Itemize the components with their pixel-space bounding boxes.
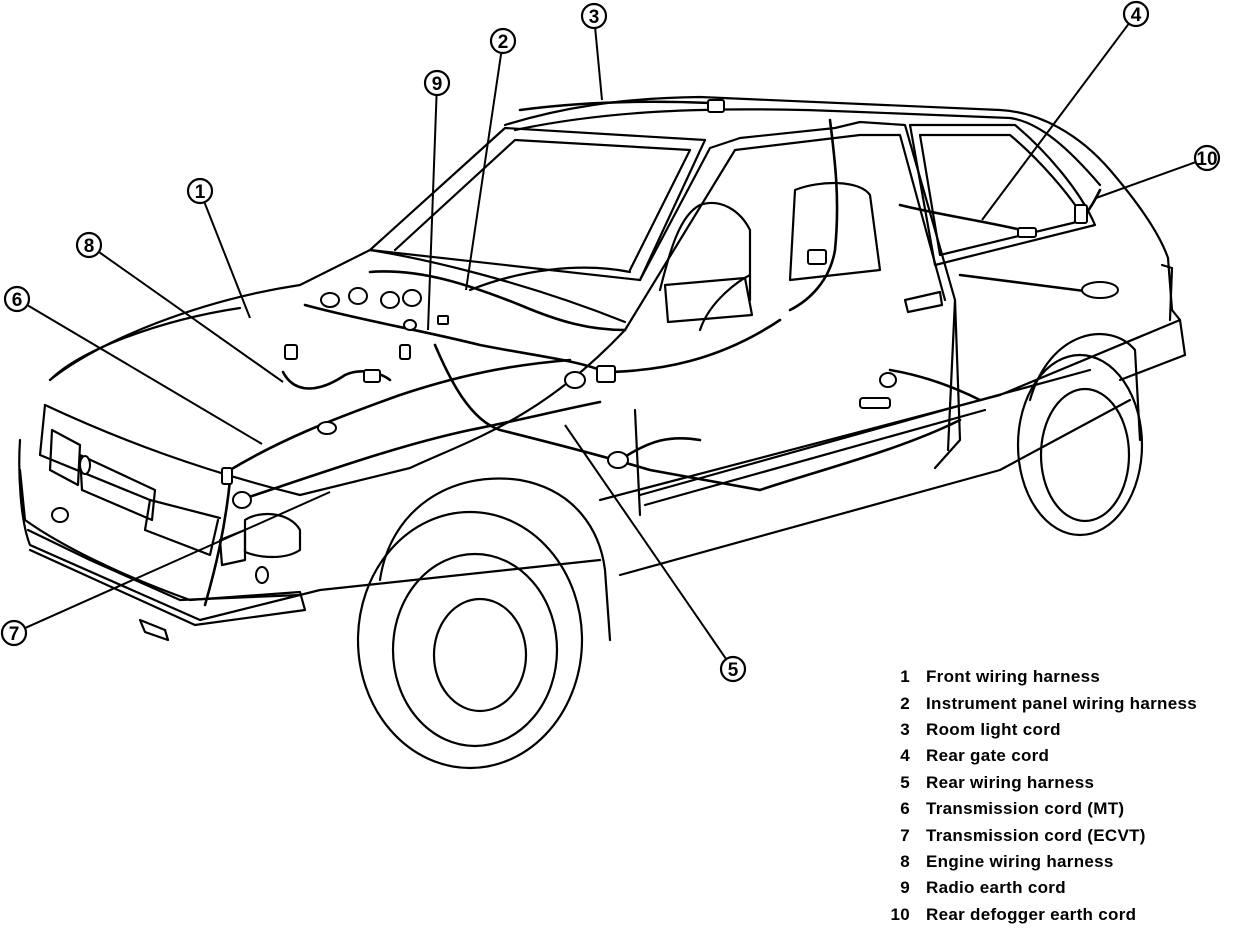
callout-leader-line (25, 491, 331, 629)
callout-number: 7 (9, 624, 20, 645)
connectors (51, 99, 1119, 584)
callout-4: 4 (981, 0, 1150, 221)
legend-number: 9 (900, 878, 910, 898)
callout-leader-line (564, 424, 727, 659)
callout-leader-line (427, 95, 438, 331)
callout-circle (580, 2, 608, 30)
legend-label: Front wiring harness (926, 667, 1101, 687)
callout-10: 10 (1095, 144, 1221, 199)
legend-item: 2 Instrument panel wiring harness (872, 690, 1242, 716)
callout-number: 5 (728, 660, 739, 681)
legend-label: Room light cord (926, 719, 1061, 739)
legend-number: 8 (900, 851, 910, 871)
legend-item: 3 Room light cord (872, 717, 1242, 743)
callout-8: 8 (75, 231, 284, 383)
callout-circle (423, 69, 451, 97)
legend-item: 4 Rear gate cord (872, 743, 1242, 769)
legend-item: 8 Engine wiring harness (872, 849, 1242, 875)
legend-number: 3 (900, 719, 910, 739)
legend: 1 Front wiring harness 2 Instrument panel w… (872, 664, 1242, 928)
wiring-harness-lines (203, 100, 1102, 607)
callout-6: 6 (3, 285, 263, 445)
callout-2: 2 (465, 27, 517, 291)
callout-7: 7 (0, 491, 331, 647)
callout-number: 6 (12, 290, 23, 311)
legend-item: 10 Rear defogger earth cord (872, 902, 1242, 928)
callout-leader-line (594, 28, 603, 101)
legend-label: Rear defogger earth cord (926, 904, 1137, 924)
callout-leader-line (1095, 161, 1196, 199)
legend-label: Transmission cord (MT) (926, 799, 1125, 819)
legend-number: 7 (900, 825, 910, 845)
legend-item: 5 Rear wiring harness (872, 770, 1242, 796)
legend-label: Radio earth cord (926, 878, 1066, 898)
legend-label: Engine wiring harness (926, 851, 1114, 871)
legend-label: Rear wiring harness (926, 772, 1095, 792)
legend-label: Instrument panel wiring harness (926, 693, 1197, 713)
legend-number: 6 (900, 799, 910, 819)
callout-leader-line (981, 23, 1130, 221)
legend-number: 1 (900, 667, 910, 687)
callout-circle (186, 177, 214, 205)
callout-5: 5 (564, 424, 747, 683)
callout-1: 1 (186, 177, 251, 319)
legend-number: 10 (890, 904, 910, 924)
legend-number: 2 (900, 693, 910, 713)
callout-leader-line (203, 202, 251, 319)
callout-number: 4 (1131, 5, 1142, 26)
callout-number: 3 (589, 7, 600, 28)
callout-circle (489, 27, 517, 55)
legend-item: 7 Transmission cord (ECVT) (872, 822, 1242, 848)
callout-circle (1193, 144, 1221, 172)
callout-leader-line (27, 304, 263, 445)
legend-label: Transmission cord (ECVT) (926, 825, 1146, 845)
legend-item: 6 Transmission cord (MT) (872, 796, 1242, 822)
callout-leader-line (99, 251, 284, 383)
legend-number: 5 (900, 772, 910, 792)
legend-item: 9 Radio earth cord (872, 875, 1242, 901)
callout-circle (719, 655, 747, 683)
callout-number: 9 (432, 74, 443, 95)
callout-leader-line (465, 53, 503, 291)
callout-circle (0, 619, 28, 647)
callout-circle (75, 231, 103, 259)
callout-number: 2 (498, 32, 509, 53)
legend-label: Rear gate cord (926, 746, 1050, 766)
callout-3: 3 (580, 2, 608, 101)
callout-9: 9 (423, 69, 451, 331)
legend-item: 1 Front wiring harness (872, 664, 1242, 690)
callout-number: 10 (1196, 149, 1217, 170)
callout-circle (1122, 0, 1150, 28)
callout-circle (3, 285, 31, 313)
callout-number: 8 (84, 236, 95, 257)
callout-number: 1 (195, 182, 206, 203)
callout-group: 1 2 3 4 5 6 7 8 9 10 (0, 0, 1221, 683)
legend-number: 4 (900, 746, 910, 766)
